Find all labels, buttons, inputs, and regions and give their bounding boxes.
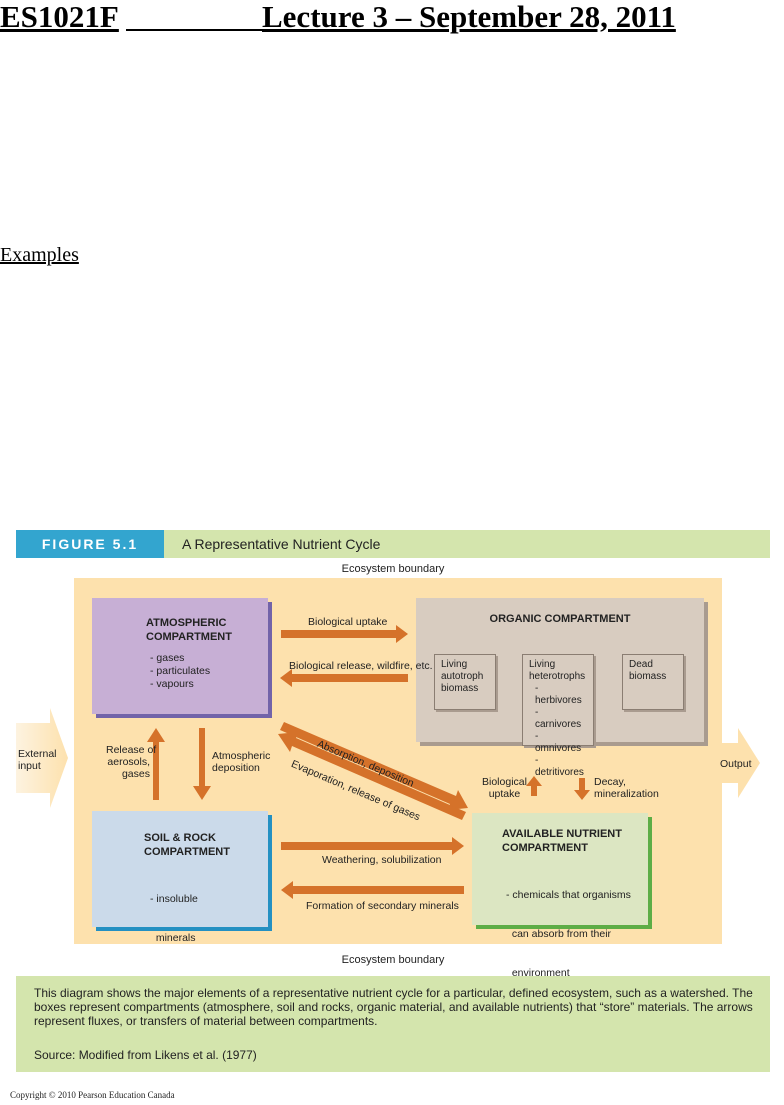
figure-title: A Representative Nutrient Cycle	[182, 536, 381, 552]
heterotroph-item: - herbivores	[535, 683, 582, 706]
release-aerosols-arrow	[147, 728, 165, 800]
living-heterotrophs-box: Living heterotrophs - herbivores - carni…	[522, 654, 594, 778]
figure-caption: This diagram shows the major elements of…	[16, 976, 770, 1072]
living-autotroph-box: Living autotroph biomass	[434, 654, 496, 710]
release-aerosols-label: Release of aerosols, gases	[106, 744, 157, 780]
page-header: ES1021F Lecture 3 – September 28, 2011	[0, 0, 784, 34]
organic-compartment-title: ORGANIC COMPARTMENT	[489, 613, 631, 625]
soil-item: minerals	[150, 932, 196, 944]
heterotroph-item: - detritivores	[535, 755, 584, 778]
atmospheric-deposition-arrow	[193, 728, 211, 800]
soil-item: - insoluble	[150, 893, 198, 905]
copyright-notice: Copyright © 2010 Pearson Education Canad…	[10, 1090, 175, 1100]
available-item: can absorb from their	[506, 928, 612, 940]
weathering-arrow	[281, 837, 464, 855]
flux-arrows	[16, 625, 760, 899]
biological-release-arrow	[280, 669, 408, 687]
decay-arrow	[574, 778, 590, 800]
lecture-title: Lecture 3 – September 28, 2011	[262, 0, 676, 34]
atmospheric-item: - particulates	[150, 665, 211, 677]
external-input-label: External input	[18, 748, 57, 772]
examples-heading: Examples	[0, 244, 79, 266]
evaporation-arrow	[278, 732, 466, 820]
figure-banner: FIGURE 5.1 A Representative Nutrient Cyc…	[16, 530, 770, 558]
biological-uptake-right-arrow	[526, 776, 542, 796]
available-nutrient-compartment: AVAILABLE NUTRIENT COMPARTMENT - chemica…	[472, 813, 648, 979]
available-item: - chemicals that organisms	[506, 889, 631, 901]
atmospheric-compartment: ATMOSPHERIC COMPARTMENT - gases - partic…	[92, 598, 268, 714]
figure-label: FIGURE 5.1	[16, 530, 164, 558]
absorption-deposition-arrow	[280, 722, 468, 810]
atmospheric-item: - gases	[150, 652, 185, 664]
ecosystem-boundary-bottom: Ecosystem boundary	[341, 954, 445, 966]
biological-uptake-right-label: Biological uptake	[482, 776, 527, 800]
atmospheric-item: - vapours	[150, 678, 194, 690]
weathering-label: Weathering, solubilization	[322, 854, 442, 866]
heterotroph-item: - omnivores	[535, 731, 582, 754]
biological-uptake-top-arrow	[281, 625, 408, 643]
ecosystem-boundary-top: Ecosystem boundary	[341, 563, 445, 575]
formation-label: Formation of secondary minerals	[306, 900, 459, 912]
figure-5-1: FIGURE 5.1 A Representative Nutrient Cyc…	[16, 530, 770, 1072]
formation-arrow	[281, 881, 464, 899]
output-arrow	[716, 728, 760, 798]
dead-biomass-box: Dead biomass	[622, 654, 684, 710]
biological-release-label: Biological release, wildfire, etc.	[289, 660, 433, 672]
output-label: Output	[720, 758, 752, 770]
course-code: ES1021F	[0, 0, 119, 34]
external-input-arrow	[16, 708, 68, 808]
caption-source: Source: Modified from Likens et al. (197…	[34, 1048, 257, 1062]
caption-text: This diagram shows the major elements of…	[34, 986, 753, 1028]
organic-compartment: ORGANIC COMPARTMENT Living autotroph bio…	[416, 598, 704, 778]
decay-label: Decay, mineralization	[594, 776, 659, 800]
biological-uptake-top-label: Biological uptake	[308, 616, 388, 628]
atmospheric-deposition-label: Atmospheric deposition	[212, 750, 271, 774]
soil-rock-compartment: SOIL & ROCK COMPARTMENT - insoluble mine…	[92, 811, 268, 944]
heterotroph-item: - carnivores	[535, 707, 582, 730]
header-underline-gap	[126, 29, 262, 31]
